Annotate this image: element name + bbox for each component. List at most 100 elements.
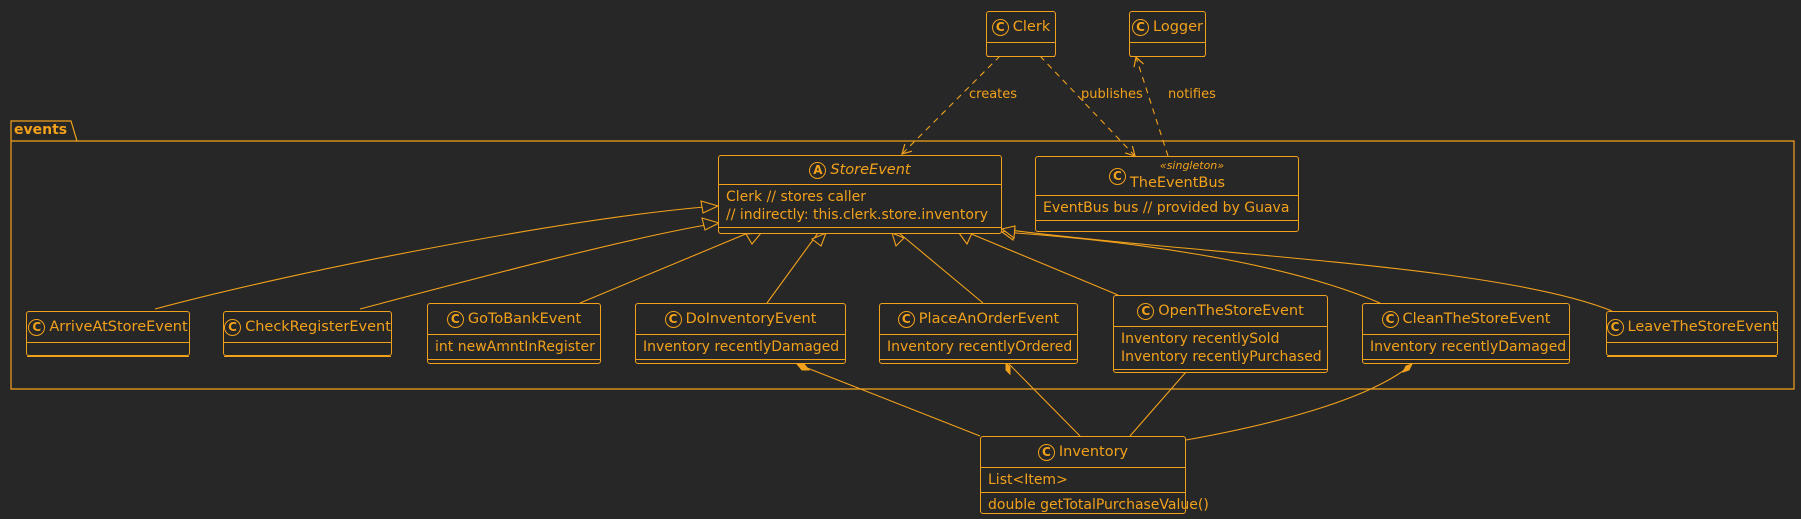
package-events-label: events <box>14 122 68 138</box>
class-name: Clerk <box>1012 19 1051 35</box>
field: int newAmntInRegister <box>435 339 595 355</box>
class-header: C CheckRegisterEvent <box>224 312 391 342</box>
class-fields <box>1607 342 1777 356</box>
class-name: CheckRegisterEvent <box>245 319 391 335</box>
class-name: PlaceAnOrderEvent <box>918 311 1060 327</box>
class-name: ArriveAtStoreEvent <box>49 319 188 335</box>
inherit-gotobank <box>579 232 749 304</box>
class-name: LeaveTheStoreEvent <box>1627 319 1778 335</box>
class-icon: C <box>1381 310 1399 328</box>
diamond-placeorder <box>1005 361 1011 376</box>
class-icon: C <box>991 18 1009 36</box>
label-publishes: publishes <box>1081 87 1143 102</box>
class-methods <box>1607 356 1777 370</box>
class-methods <box>1363 359 1569 373</box>
inherit-doinventory <box>766 232 819 304</box>
class-theeventbus-header: «singleton» C TheEventBus <box>1036 157 1298 195</box>
class-icon: C <box>28 318 46 336</box>
inherit-cleanstore <box>1001 231 1381 304</box>
class-name: OpenTheStoreEvent <box>1158 303 1304 319</box>
class-leavethestoreevent[interactable]: C LeaveTheStoreEvent <box>1606 311 1778 357</box>
class-placeanorderevent[interactable]: C PlaceAnOrderEvent Inventory recentlyOr… <box>879 303 1078 364</box>
class-header: C Inventory <box>981 437 1185 467</box>
class-header: C PlaceAnOrderEvent <box>880 304 1077 334</box>
class-header: C OpenTheStoreEvent <box>1114 296 1327 326</box>
class-theeventbus-fields: EventBus bus // provided by Guava <box>1036 195 1298 220</box>
class-name: CleanTheStoreEvent <box>1402 311 1551 327</box>
label-creates: creates <box>969 87 1018 102</box>
method: double getTotalPurchaseValue() <box>988 497 1209 513</box>
inherit-placeorder <box>898 232 984 304</box>
class-theeventbus-methods <box>1036 220 1298 234</box>
comp-doinventory-inventory <box>796 363 981 437</box>
field: Clerk // stores caller <box>726 189 867 205</box>
field: Inventory recentlySold <box>1121 331 1280 347</box>
edge-clerk-publishes-eventbus <box>1039 55 1136 157</box>
class-storeevent-methods <box>719 227 1001 241</box>
field: List<Item> <box>988 472 1068 488</box>
tri-doinventory <box>810 231 827 247</box>
class-clerk-methods <box>987 56 1055 70</box>
edge-clerk-creates-storeevent <box>901 55 1001 155</box>
diamond-cleanstore <box>1402 363 1413 373</box>
class-checkregisterevent[interactable]: C CheckRegisterEvent <box>223 311 392 357</box>
class-logger-methods <box>1130 56 1205 70</box>
class-icon: C <box>1108 167 1126 185</box>
class-methods <box>1114 369 1327 383</box>
class-icon: C <box>1037 443 1055 461</box>
field: Inventory recentlyOrdered <box>887 339 1073 355</box>
class-gotobankevent[interactable]: C GoToBankEvent int newAmntInRegister <box>427 303 601 364</box>
class-methods <box>224 356 391 370</box>
class-arriveatstoreevent[interactable]: C ArriveAtStoreEvent <box>26 311 190 357</box>
tri-arrive <box>700 200 720 214</box>
class-name: GoToBankEvent <box>467 311 582 327</box>
class-theeventbus[interactable]: «singleton» C TheEventBus EventBus bus /… <box>1035 156 1299 232</box>
class-icon: C <box>1132 18 1149 36</box>
class-logger-fields <box>1130 42 1205 56</box>
class-fields: Inventory recentlyDamaged <box>636 334 845 359</box>
class-fields: Inventory recentlyDamaged <box>1363 334 1569 359</box>
class-header: C ArriveAtStoreEvent <box>27 312 189 342</box>
field: Inventory recentlyDamaged <box>643 339 840 355</box>
inherit-leavestore <box>1001 228 1613 312</box>
class-header: C DoInventoryEvent <box>636 304 845 334</box>
package-frame <box>10 120 1795 390</box>
class-icon: C <box>897 310 915 328</box>
class-name: TheEventBus <box>1129 175 1226 191</box>
field: EventBus bus // provided by Guava <box>1043 200 1290 216</box>
class-methods <box>428 359 600 373</box>
comp-placeorder-inventory <box>1008 363 1081 437</box>
inherit-arrive <box>154 206 705 310</box>
class-clerk-header: C Clerk <box>987 12 1055 42</box>
tri-check <box>701 217 721 231</box>
class-inventory[interactable]: C Inventory List<Item> double getTotalPu… <box>980 436 1209 517</box>
class-header: C GoToBankEvent <box>428 304 600 334</box>
field: Inventory recentlyPurchased <box>1121 349 1322 365</box>
class-cleanthestoreevent[interactable]: C CleanTheStoreEvent Inventory recentlyD… <box>1362 303 1570 364</box>
abstract-icon: A <box>809 161 827 179</box>
class-doinventoryevent[interactable]: C DoInventoryEvent Inventory recentlyDam… <box>635 303 846 364</box>
class-storeevent-fields: Clerk // stores caller // indirectly: th… <box>719 184 1001 227</box>
class-fields: List<Item> <box>981 467 1185 492</box>
class-clerk[interactable]: C Clerk <box>986 11 1056 57</box>
class-methods <box>27 356 189 370</box>
class-openthestoreevent[interactable]: C OpenTheStoreEvent Inventory recentlySo… <box>1113 295 1328 373</box>
tri-leavestore <box>1000 225 1016 240</box>
class-fields: int newAmntInRegister <box>428 334 600 359</box>
comp-cleanstore-inventory <box>1185 363 1413 441</box>
class-methods: double getTotalPurchaseValue() <box>981 492 1209 517</box>
class-name: DoInventoryEvent <box>685 311 817 327</box>
class-storeevent[interactable]: A StoreEvent Clerk // stores caller // i… <box>718 155 1002 234</box>
class-methods <box>636 359 845 373</box>
diamond-doinventory <box>795 363 811 371</box>
stereotype: «singleton» <box>1159 159 1225 172</box>
class-clerk-fields <box>987 42 1055 56</box>
class-icon: C <box>1137 302 1155 320</box>
class-storeevent-header: A StoreEvent <box>719 156 1001 184</box>
class-logger[interactable]: C Logger <box>1129 11 1206 57</box>
label-notifies: notifies <box>1168 87 1216 102</box>
field: // indirectly: this.clerk.store.inventor… <box>726 207 988 223</box>
class-fields: Inventory recentlyOrdered <box>880 334 1077 359</box>
inherit-openstore <box>968 232 1119 296</box>
